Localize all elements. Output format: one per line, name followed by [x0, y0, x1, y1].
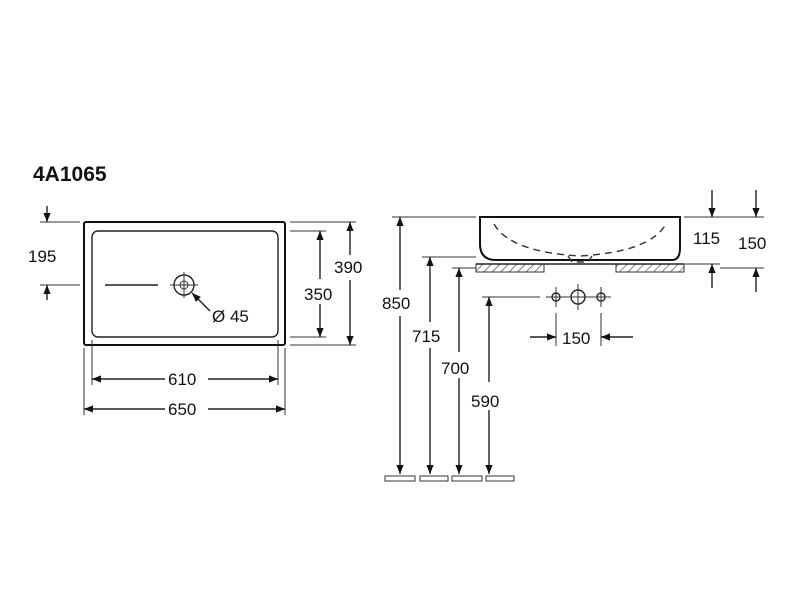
- dim-spacing-label: 150: [562, 329, 590, 348]
- dim-610-label: 610: [168, 370, 196, 389]
- basin-outer-outline: [83, 221, 286, 346]
- dim-650-label: 650: [168, 400, 196, 419]
- drain-dashed-line: [567, 255, 593, 263]
- dim-115-label: 115: [693, 229, 720, 248]
- tap-hole-leader: [191, 292, 211, 312]
- dim-350-label: 350: [304, 285, 332, 304]
- floor-line: [384, 475, 515, 482]
- dim-390-label: 390: [334, 258, 362, 277]
- dim-195-label: 195: [28, 247, 56, 266]
- dim-850-label: 850: [382, 294, 410, 313]
- tap-valve-left-icon: [546, 287, 566, 307]
- dim-700-label: 700: [441, 359, 469, 378]
- model-code: 4A1065: [33, 163, 107, 186]
- tap-spout-center-icon: [565, 284, 591, 310]
- countertop-left: [475, 263, 545, 273]
- dim-715-label: 715: [412, 327, 440, 346]
- tap-valve-right-icon: [591, 287, 611, 307]
- countertop-right: [615, 263, 685, 273]
- side-view: 850 715 700 590: [382, 190, 766, 482]
- basin-profile: [479, 216, 681, 261]
- dim-590-label: 590: [471, 392, 499, 411]
- basin-inner-outline: [91, 230, 279, 338]
- tap-hole-diameter-label: Ø 45: [212, 307, 249, 326]
- bowl-dashed-line: [493, 223, 667, 257]
- wall-taps: [546, 284, 611, 310]
- dim-150-label: 150: [738, 234, 766, 253]
- top-view: Ø 45 195 350 390 610 650: [28, 206, 362, 419]
